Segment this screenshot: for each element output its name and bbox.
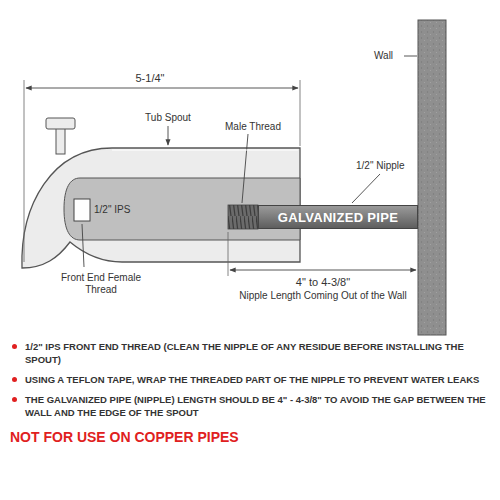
dimension-line [26,88,298,89]
dimension-note: Nipple Length Coming Out of the Wall [223,290,423,302]
part-name: Wall [374,50,404,62]
note-item: USING A TEFLON TAPE, WRAP THE THREADED P… [10,373,490,386]
dimension-line [230,270,416,271]
extension-line [300,80,301,146]
extension-line [24,80,25,262]
extension-line [228,232,229,276]
leader-line [404,56,417,57]
diverter-stem [56,128,65,154]
thread-size: 1/2" IPS [94,204,144,216]
male-thread [228,205,258,229]
notes-list: 1/2" IPS FRONT END THREAD (CLEAN THE NIP… [10,340,490,445]
bullet [12,397,17,402]
install-note: 1/2" IPS FRONT END THREAD (CLEAN THE NIP… [25,340,490,366]
note-item: THE GALVANIZED PIPE (NIPPLE) LENGTH SHOU… [10,393,490,419]
wall [418,20,446,335]
bullet [12,344,17,349]
female-thread [74,199,90,221]
leader-line [168,126,169,145]
part-name: Male Thread [218,121,288,133]
leader-line [82,224,84,267]
part-name: 1/2" Nipple [356,160,416,172]
dimension-text: 5-1/4" [120,72,180,84]
leader-line [242,134,248,203]
diverter-knob [46,118,75,129]
dimension-text: 4" to 4-3/8" [283,276,363,288]
bullet [12,377,17,382]
galvanized-pipe: GALVANIZED PIPE [258,205,418,229]
warning-note: NOT FOR USE ON COPPER PIPES [10,429,490,445]
pipe-label: GALVANIZED PIPE [278,210,398,225]
part-name: Front End Female Thread [60,272,142,296]
install-note: USING A TEFLON TAPE, WRAP THE THREADED P… [25,373,479,386]
spout-highlight [112,150,298,151]
note-item: 1/2" IPS FRONT END THREAD (CLEAN THE NIP… [10,340,490,366]
leader-line [352,174,380,203]
install-note: THE GALVANIZED PIPE (NIPPLE) LENGTH SHOU… [25,393,490,419]
part-name: Tub Spout [138,112,198,124]
